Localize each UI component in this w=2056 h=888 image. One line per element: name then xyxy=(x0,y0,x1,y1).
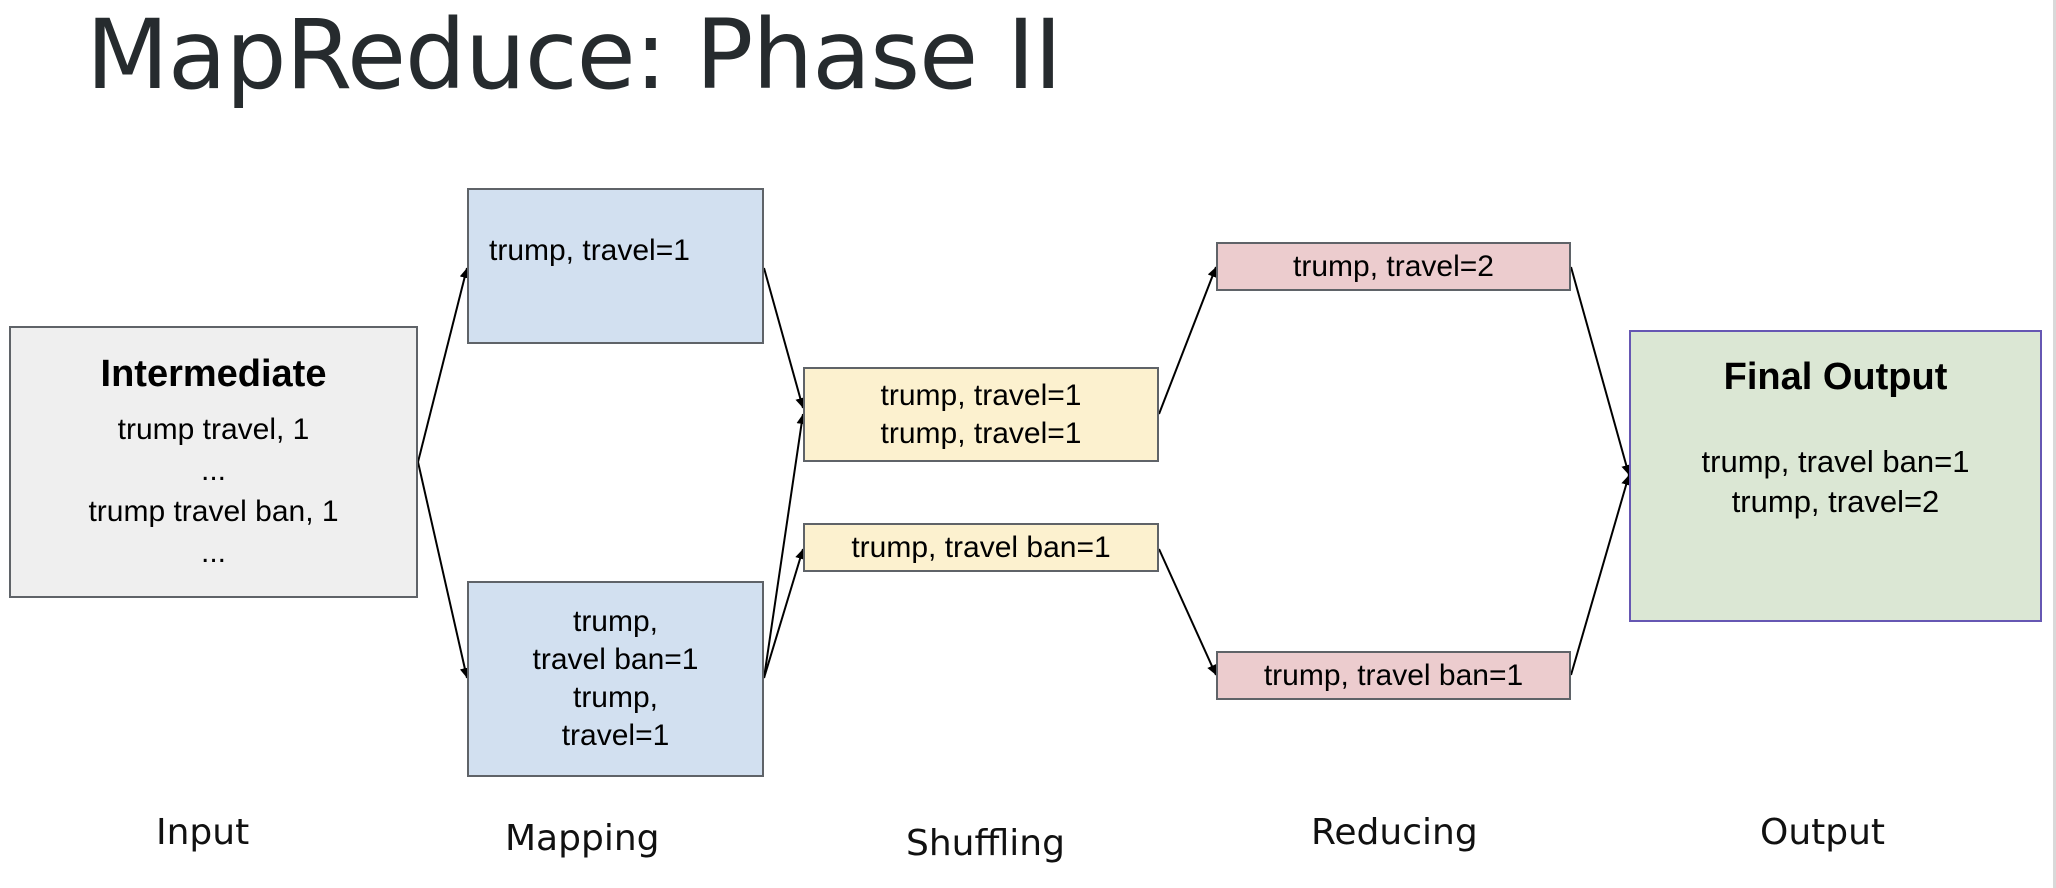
arrow-input-to-map-bottom xyxy=(417,461,470,679)
stage-label-mapping: Mapping xyxy=(505,818,660,859)
page-title: MapReduce: Phase II xyxy=(86,0,1062,111)
arrow-shuffle-bottom-to-reduce-bottom xyxy=(1158,548,1217,676)
input-box: Intermediate trump travel, 1 ... trump t… xyxy=(9,326,418,598)
shuffle-box-bottom: trump, travel ban=1 xyxy=(803,523,1159,572)
shuffle-box-top: trump, travel=1 trump, travel=1 xyxy=(803,367,1159,462)
arrow-input-to-map-top xyxy=(417,267,470,463)
arrow-map-bottom-to-shuffle-top xyxy=(763,413,807,679)
map-line: trump, xyxy=(572,681,659,714)
reduce-line: trump, travel ban=1 xyxy=(1263,658,1524,692)
stage-label-shuffling: Shuffling xyxy=(906,823,1065,864)
map-line: trump, travel=1 xyxy=(489,234,690,267)
shuffle-line: trump, travel ban=1 xyxy=(851,530,1111,564)
input-line: trump travel ban, 1 xyxy=(88,495,339,528)
arrow-reduce-top-to-output xyxy=(1570,266,1632,476)
output-heading: Final Output xyxy=(1723,356,1948,398)
map-line: travel=1 xyxy=(561,719,670,752)
map-box-bottom: trump, travel ban=1 trump, travel=1 xyxy=(467,581,764,777)
input-line: trump travel, 1 xyxy=(117,413,310,446)
input-line: ... xyxy=(200,454,226,487)
map-line: travel ban=1 xyxy=(532,643,699,676)
stage-label-reducing: Reducing xyxy=(1311,812,1478,853)
input-line: ... xyxy=(200,536,226,569)
output-line: trump, travel=2 xyxy=(1731,484,1940,519)
map-box-top: trump, travel=1 xyxy=(467,188,764,344)
stage-label-input: Input xyxy=(156,812,250,853)
shuffle-line: trump, travel=1 xyxy=(880,416,1082,450)
reduce-box-top: trump, travel=2 xyxy=(1216,242,1571,291)
arrow-map-top-to-shuffle-top xyxy=(763,267,806,409)
arrow-map-bottom-to-shuffle-bottom xyxy=(763,548,805,679)
arrow-reduce-bottom-to-output xyxy=(1570,474,1632,676)
slide-edge xyxy=(2053,0,2056,888)
output-line: trump, travel ban=1 xyxy=(1701,444,1970,479)
reduce-box-bottom: trump, travel ban=1 xyxy=(1216,651,1571,700)
reduce-line: trump, travel=2 xyxy=(1293,249,1494,283)
shuffle-line: trump, travel=1 xyxy=(880,378,1082,412)
stage-label-output: Output xyxy=(1760,812,1886,853)
arrow-shuffle-top-to-reduce-top xyxy=(1158,266,1218,415)
map-line: trump, xyxy=(572,605,659,638)
input-heading: Intermediate xyxy=(100,353,327,395)
output-box: Final Output trump, travel ban=1 trump, … xyxy=(1629,330,2042,622)
